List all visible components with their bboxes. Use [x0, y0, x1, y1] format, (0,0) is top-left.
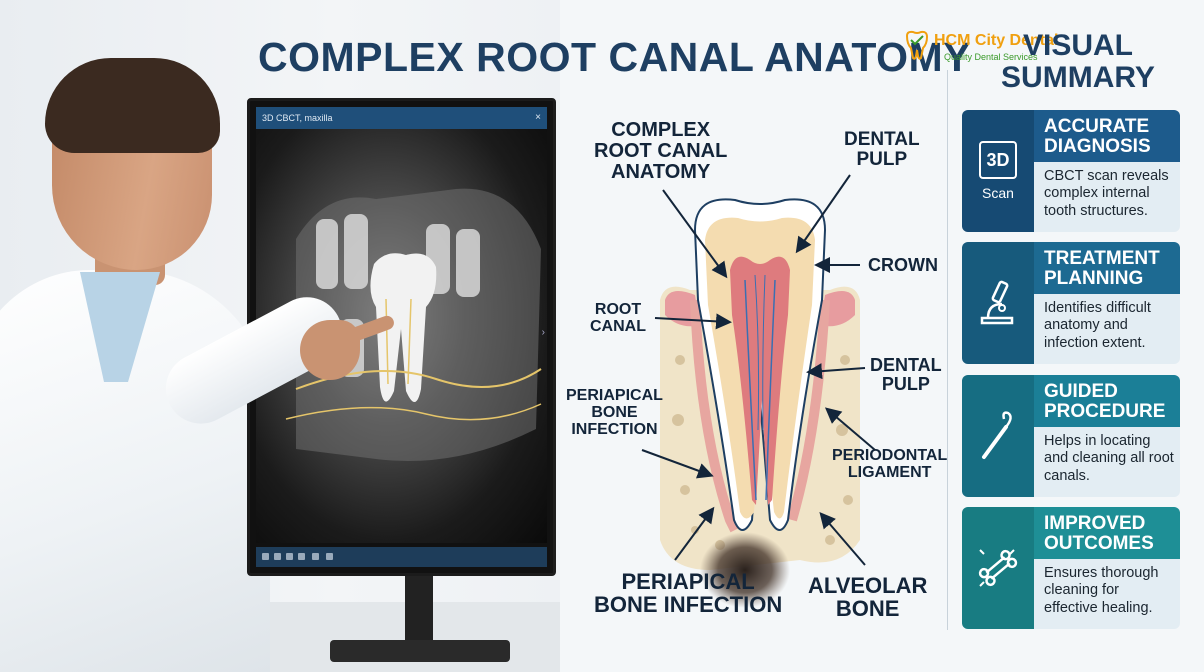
card-heading: TREATMENT PLANNING	[1034, 242, 1180, 294]
label-periapical-large: PERIAPICAL BONE INFECTION	[594, 569, 783, 618]
dental-probe-icon	[982, 411, 1012, 459]
microscope-icon	[980, 280, 1014, 325]
label-root-canal: ROOT CANAL	[590, 301, 646, 335]
page-title: COMPLEX ROOT CANAL ANATOMY	[258, 34, 972, 80]
summary-card-procedure: GUIDED PROCEDURE Helps in locating and c…	[962, 375, 1180, 497]
card-icon-box	[962, 507, 1034, 629]
scan-3d-icon: 3D	[979, 141, 1017, 179]
card-body: Helps in locating and cleaning all root …	[1044, 433, 1174, 484]
card-icon-box	[962, 375, 1034, 497]
jaw-xray-graphic	[285, 188, 542, 461]
close-icon[interactable]: ×	[535, 112, 541, 123]
taskbar-icon[interactable]	[262, 553, 269, 560]
card-icon-box: 3D Scan	[962, 110, 1034, 232]
next-arrow-icon[interactable]: ›	[541, 327, 545, 338]
taskbar-icon[interactable]	[298, 553, 305, 560]
card-heading: IMPROVED OUTCOMES	[1034, 507, 1180, 559]
clinic-logo: HCM City Dental Quality Dental Services	[904, 30, 1104, 70]
logo-tagline: Quality Dental Services	[944, 52, 1038, 62]
cbct-monitor: 3D CBCT, maxilla × ‹ ›	[247, 98, 556, 576]
doctor-hair	[45, 58, 220, 153]
section-divider	[947, 70, 948, 630]
card-heading: ACCURATE DIAGNOSIS	[1034, 110, 1180, 162]
cbct-scan-image	[256, 129, 547, 543]
monitor-base	[330, 640, 510, 662]
taskbar-icon[interactable]	[326, 553, 333, 560]
monitor-taskbar	[256, 547, 547, 567]
card-body: Ensures thorough cleaning for effective …	[1044, 565, 1159, 616]
card-body: CBCT scan reveals complex internal tooth…	[1044, 168, 1169, 219]
taskbar-icon[interactable]	[286, 553, 293, 560]
summary-card-diagnosis: 3D Scan ACCURATE DIAGNOSIS CBCT scan rev…	[962, 110, 1180, 232]
summary-title: VISUAL SUMMARY	[958, 30, 1198, 93]
monitor-titlebar: 3D CBCT, maxilla ×	[256, 107, 547, 129]
summary-card-planning: TREATMENT PLANNING Identifies difficult …	[962, 242, 1180, 364]
label-dental-pulp-top: DENTAL PULP	[844, 129, 920, 170]
doctor-photo: 3D CBCT, maxilla × ‹ ›	[0, 0, 560, 672]
logo-name: HCM City Dental	[934, 32, 1059, 49]
label-complex-anatomy: COMPLEX ROOT CANAL ANATOMY	[594, 119, 728, 183]
label-alveolar-bone: ALVEOLAR BONE	[808, 573, 928, 622]
label-dental-pulp-mid: DENTAL PULP	[870, 355, 942, 394]
summary-card-outcomes: IMPROVED OUTCOMES Ensures thorough clean…	[962, 507, 1180, 629]
scan-label: Scan	[982, 185, 1014, 201]
label-periapical-small: PERIAPICAL BONE INFECTION	[566, 387, 663, 438]
tooth-cross-section	[641, 174, 876, 608]
label-crown: CROWN	[868, 255, 938, 275]
tooth-anatomy-diagram: COMPLEX ROOT CANAL ANATOMY DENTAL PULP C…	[560, 100, 948, 672]
scan-3d-text: 3D	[986, 149, 1010, 170]
taskbar-icon[interactable]	[274, 553, 281, 560]
summary-title-text: VISUAL SUMMARY	[1001, 29, 1155, 94]
monitor-window-title: 3D CBCT, maxilla	[262, 113, 333, 123]
card-heading: GUIDED PROCEDURE	[1034, 375, 1180, 427]
card-body: Identifies difficult anatomy and infecti…	[1044, 300, 1151, 351]
label-periodontal-ligament: PERIODONTAL LIGAMENT	[832, 447, 948, 481]
monitor-stand	[405, 576, 433, 646]
card-icon-box	[962, 242, 1034, 364]
tooth-logo-icon	[905, 30, 929, 60]
bone-icon	[978, 549, 1018, 587]
taskbar-icon[interactable]	[312, 553, 319, 560]
